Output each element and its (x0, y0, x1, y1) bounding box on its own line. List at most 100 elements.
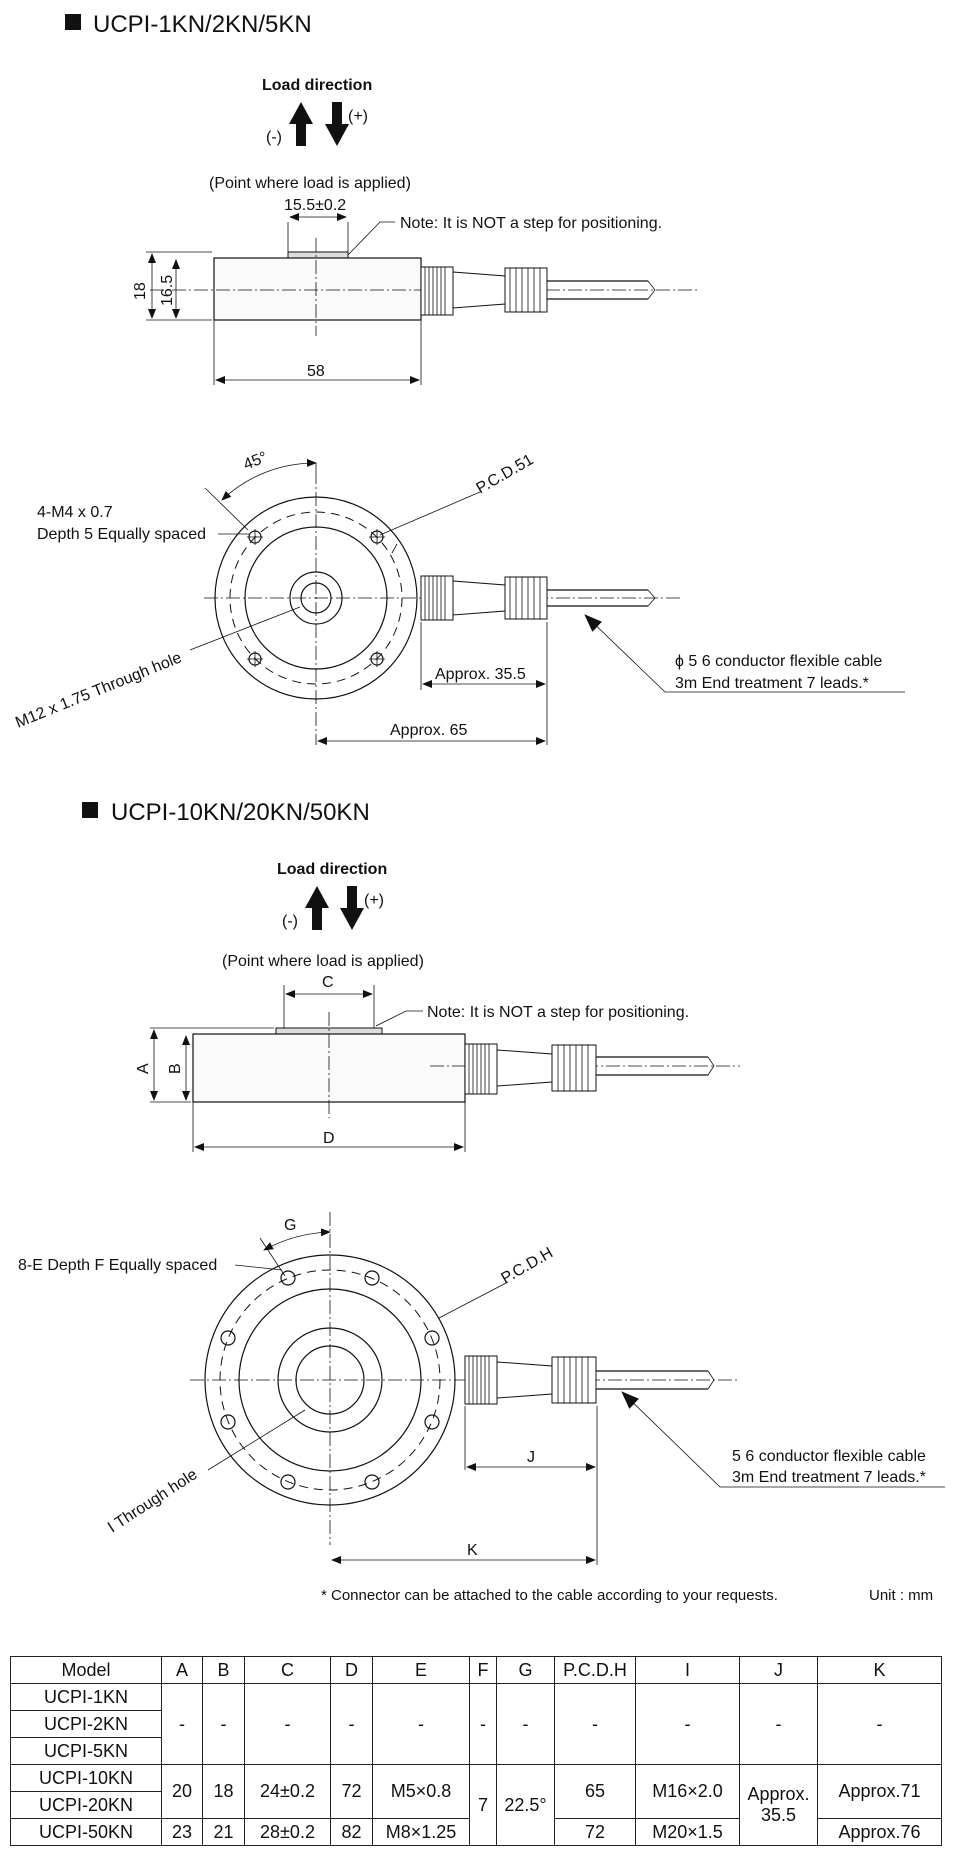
table-row: UCPI-2KN (10, 1710, 942, 1738)
cell-k: Approx.76 (817, 1818, 942, 1846)
section2-plus: (+) (364, 892, 384, 909)
section1-pcd: P.C.D.51 (474, 451, 537, 497)
section1-cable-line1: ϕ 5 6 conductor flexible cable (675, 653, 882, 670)
section1-minus: (-) (266, 129, 282, 146)
cell-i: M16×2.0 (635, 1764, 740, 1819)
section1-height-inner: 16.5 (159, 275, 176, 306)
header-c: C (244, 1656, 331, 1684)
model-cell: UCPI-5KN (10, 1737, 162, 1765)
section2-load-point: (Point where load is applied) (222, 953, 424, 970)
dash-cell: - (330, 1683, 373, 1765)
section2-top-connector (464, 1355, 715, 1405)
model-cell: UCPI-1KN (10, 1683, 162, 1711)
section1-top-connector (420, 575, 656, 621)
header-j: J (739, 1656, 818, 1684)
section1-up-arrow-icon (289, 102, 313, 146)
section1-through-hole: M12 x 1.75 Through hole (13, 649, 184, 731)
cell-c: 28±0.2 (244, 1818, 331, 1846)
model-cell: UCPI-20KN (10, 1791, 162, 1819)
cell-e: M5×0.8 (372, 1764, 470, 1819)
cell-k: Approx.71 (817, 1764, 942, 1819)
header-g: G (496, 1656, 555, 1684)
cell-d: 72 (330, 1764, 373, 1819)
section1-angle: 45° (241, 449, 270, 474)
section2-height-inner: B (167, 1063, 184, 1074)
cell-a: 20 (161, 1764, 203, 1819)
section2-dim-k: K (467, 1542, 478, 1559)
section2-note: Note: It is NOT a step for positioning. (427, 1004, 689, 1021)
section2-load-direction: Load direction (277, 861, 387, 878)
header-i: I (635, 1656, 740, 1684)
section1-side-body (213, 257, 422, 321)
model-cell: UCPI-50KN (10, 1818, 162, 1846)
section2-cable-line1: 5 6 conductor flexible cable (732, 1448, 926, 1465)
header-model: Model (10, 1656, 162, 1684)
header-a: A (161, 1656, 203, 1684)
cell-b: 18 (202, 1764, 245, 1819)
section1-approx-connector: Approx. 35.5 (435, 666, 526, 683)
section2-angle: G (284, 1217, 296, 1234)
section2-bullet (82, 802, 98, 818)
unit-label: Unit : mm (869, 1587, 933, 1604)
section1-note: Note: It is NOT a step for positioning. (400, 215, 662, 232)
dash-cell: - (739, 1683, 818, 1765)
dash-cell: - (161, 1683, 203, 1765)
section2-cable-line2: 3m End treatment 7 leads.* (732, 1469, 926, 1486)
header-k: K (817, 1656, 942, 1684)
spec-table: Model A B C D E F G P.C.D.H I J K UCPI-1… (10, 1656, 942, 1846)
table-row: UCPI-50KN 23 21 28±0.2 82 M8×1.25 72 M20… (10, 1818, 942, 1846)
dash-cell: - (496, 1683, 555, 1765)
cell-j-line2: 35.5 (760, 1805, 797, 1825)
section1-cable-line2: 3m End treatment 7 leads.* (675, 675, 869, 692)
section1-tap-line1: 4-M4 x 0.7 (37, 504, 113, 521)
section1-side-connector (420, 266, 656, 316)
cell-e: M8×1.25 (372, 1818, 470, 1846)
table-header-row: Model A B C D E F G P.C.D.H I J K (10, 1656, 942, 1684)
header-pcdh: P.C.D.H (554, 1656, 636, 1684)
footnote: * Connector can be attached to the cable… (321, 1587, 778, 1604)
table-row: UCPI-10KN 20 18 24±0.2 72 M5×0.8 7 22.5°… (10, 1764, 942, 1846)
cell-b: 21 (202, 1818, 245, 1846)
section2-side-connector (464, 1043, 715, 1095)
section2-title: UCPI-10KN/20KN/50KN (111, 799, 370, 826)
section2-top-dim: C (322, 974, 334, 991)
section2-height-outer: A (135, 1063, 152, 1074)
cell-h: 65 (554, 1764, 636, 1819)
section2-width: D (323, 1130, 335, 1147)
cell-h: 72 (554, 1818, 636, 1846)
table-row: UCPI-5KN (10, 1737, 942, 1765)
section2-dim-j: J (527, 1449, 535, 1466)
table-row: UCPI-1KN - - - - - - - - - - - (10, 1683, 942, 1765)
cell-f: 7 (469, 1764, 497, 1846)
cell-a: 23 (161, 1818, 203, 1846)
technical-drawing: UCPI-1KN/2KN/5KN Load direction (-) (+) … (13, 11, 945, 1604)
section1-title: UCPI-1KN/2KN/5KN (93, 11, 312, 38)
dash-cell: - (372, 1683, 470, 1765)
cell-c: 24±0.2 (244, 1764, 331, 1819)
section1-bullet (65, 14, 81, 30)
section2-through-hole: I Through hole (105, 1466, 201, 1536)
section1-tap-line2: Depth 5 Equally spaced (37, 526, 206, 543)
section1-approx-total: Approx. 65 (390, 722, 467, 739)
section2-tap-line: 8-E Depth F Equally spaced (18, 1257, 217, 1274)
section1-plus: (+) (348, 108, 368, 125)
section1-down-arrow-icon (325, 102, 349, 146)
cell-j: Approx. 35.5 (739, 1764, 818, 1846)
section2-minus: (-) (282, 913, 298, 930)
section2-up-arrow-icon (305, 886, 329, 930)
section1-load-point: (Point where load is applied) (209, 175, 411, 192)
section1-height-outer: 18 (132, 282, 149, 300)
header-d: D (330, 1656, 373, 1684)
section2-down-arrow-icon (340, 886, 364, 930)
cell-d: 82 (330, 1818, 373, 1846)
model-cell: UCPI-10KN (10, 1764, 162, 1792)
dash-cell: - (635, 1683, 740, 1765)
section2-top-view (190, 1212, 740, 1545)
dash-cell: - (554, 1683, 636, 1765)
header-f: F (469, 1656, 497, 1684)
section1-width: 58 (307, 363, 325, 380)
dash-cell: - (469, 1683, 497, 1765)
cell-j-line1: Approx. (747, 1784, 810, 1804)
section1-top-dim: 15.5±0.2 (284, 197, 346, 214)
dash-cell: - (244, 1683, 331, 1765)
